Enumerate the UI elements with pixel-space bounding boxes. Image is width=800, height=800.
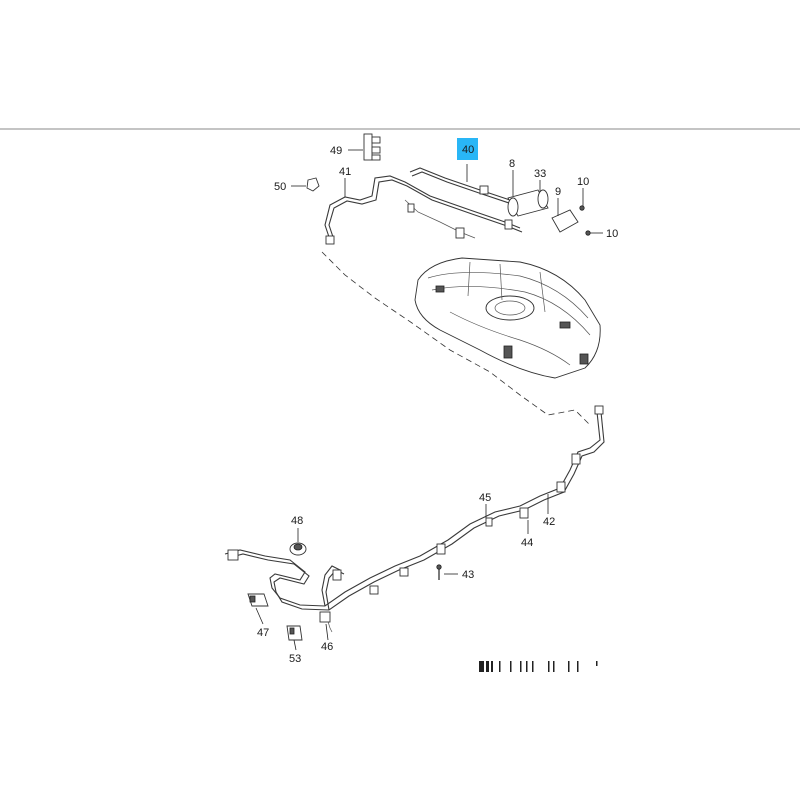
callout-8[interactable]: 8	[509, 158, 515, 170]
bolt-43	[436, 564, 442, 580]
callout-10-upper[interactable]: 10	[577, 176, 589, 188]
callout-47[interactable]: 47	[257, 627, 269, 639]
clip-47	[247, 593, 269, 607]
callout-45[interactable]: 45	[479, 492, 491, 504]
callout-48[interactable]: 48	[291, 515, 303, 527]
callout-10-lower[interactable]: 10	[606, 228, 618, 240]
callout-40[interactable]: 40	[462, 144, 474, 156]
fuel-tank	[414, 257, 601, 379]
callout-41[interactable]: 41	[339, 166, 351, 178]
callout-49[interactable]: 49	[330, 145, 342, 157]
leader-lines	[255, 149, 603, 651]
callout-50[interactable]: 50	[274, 181, 286, 193]
highlight-box-40	[457, 138, 478, 160]
callout-33[interactable]: 33	[534, 168, 546, 180]
upper-fuel-line-assembly	[324, 167, 533, 245]
clip-50	[306, 177, 320, 192]
callout-9[interactable]: 9	[555, 186, 561, 198]
clip-49	[363, 133, 381, 161]
reference-barcode	[479, 661, 598, 672]
grommet-48	[289, 542, 307, 556]
callout-46[interactable]: 46	[321, 641, 333, 653]
fuel-filter	[507, 189, 549, 217]
clip-53	[286, 625, 303, 641]
callout-44[interactable]: 44	[521, 537, 533, 549]
callout-53[interactable]: 53	[289, 653, 301, 665]
lower-fuel-line-assembly	[224, 405, 605, 633]
callout-42[interactable]: 42	[543, 516, 555, 528]
callout-43[interactable]: 43	[462, 569, 474, 581]
filter-bracket	[551, 205, 591, 236]
reference-line	[321, 251, 591, 426]
